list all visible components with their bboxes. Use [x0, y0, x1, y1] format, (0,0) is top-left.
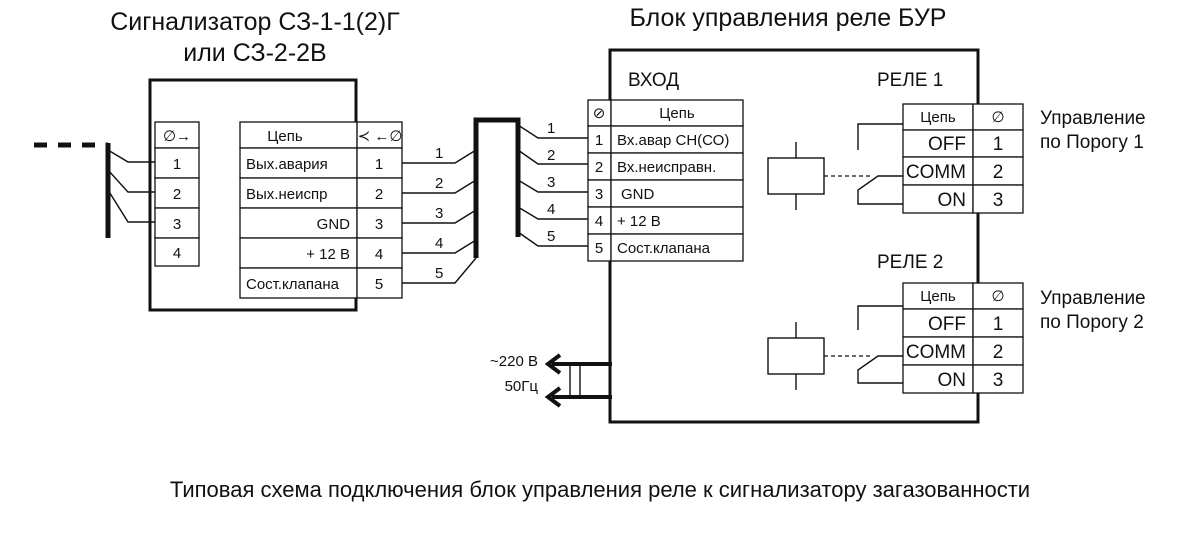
left-circuit-num-1: 1 — [375, 156, 383, 173]
left-circuit-num-5: 5 — [375, 276, 383, 293]
relay-1-label-comm: COMM — [906, 162, 966, 183]
left-circuit-header: Цепь — [267, 128, 303, 145]
input-num-2: 2 — [595, 159, 603, 176]
diagram-caption: Типовая схема подключения блок управлени… — [170, 477, 1030, 502]
relay-1-num-1: 1 — [993, 134, 1004, 155]
relay-1-note-line1: Управление — [1040, 108, 1146, 129]
power-voltage-label: ~220 В — [490, 353, 538, 370]
right-wire-number-4: 4 — [547, 201, 555, 218]
relay-1-note-line2: по Порогу 1 — [1040, 132, 1144, 153]
left-wire-number-4: 4 — [435, 235, 443, 252]
relay-1-coil-symbol — [767, 123, 903, 210]
left-device-title-line1: Сигнализатор СЗ-1-1(2)Г — [110, 8, 400, 36]
input-label-1: Вх.авар СН(СО) — [617, 132, 729, 149]
left-circuit-num-4: 4 — [375, 246, 383, 263]
input-label-3: GND — [621, 186, 655, 203]
relay-2-note-line1: Управление — [1040, 288, 1146, 309]
relay-1-label-on: ON — [938, 190, 967, 211]
input-label-2: Вх.неисправн. — [617, 159, 716, 176]
right-wire-number-2: 2 — [547, 147, 555, 164]
right-wire-number-5: 5 — [547, 228, 555, 245]
relay-1-title: РЕЛЕ 1 — [877, 70, 943, 91]
relay-1-label-off: OFF — [928, 134, 966, 155]
left-wire-number-2: 2 — [435, 175, 443, 192]
relay-1-num-3: 3 — [993, 190, 1004, 211]
left-circuit-label-5: Сост.клапана — [246, 276, 340, 293]
relay-1-terminal-table: Цепь ∅ OFF COMM ON 1 2 3 — [902, 103, 1024, 214]
relay-2-label-off: OFF — [928, 314, 966, 335]
cable-bus — [473, 117, 521, 258]
input-title: ВХОД — [628, 70, 679, 91]
right-wire-number-1: 1 — [547, 120, 555, 137]
left-circuit-label-3: GND — [317, 216, 351, 233]
sensor-terminal-2: 2 — [173, 186, 181, 203]
relay-2-terminal-table: Цепь ∅ OFF COMM ON 1 2 3 — [902, 282, 1024, 394]
left-circuit-num-2: 2 — [375, 186, 383, 203]
relay-2-label-on: ON — [938, 370, 967, 391]
left-circuit-header-symbol: ≺ ←∅ — [358, 128, 403, 145]
power-frequency-label: 50Гц — [505, 378, 539, 395]
input-label-4: + 12 В — [617, 213, 661, 230]
left-wire-number-1: 1 — [435, 145, 443, 162]
sensor-terminal-block: ∅→ 1 2 3 4 — [154, 121, 200, 267]
right-wires — [517, 124, 588, 247]
left-circuit-label-2: Вых.неиспр — [246, 186, 327, 203]
right-wire-number-3: 3 — [547, 174, 555, 191]
relay-2-header-symbol: ∅ — [991, 288, 1004, 305]
sensor-wires — [107, 149, 155, 223]
input-header: Цепь — [659, 105, 695, 122]
relay-1-num-2: 2 — [993, 162, 1004, 183]
left-circuit-table: Цепь ≺ ←∅ Вых.авария Вых.неиспр GND + 12… — [239, 121, 403, 299]
left-circuit-label-4: + 12 В — [306, 246, 350, 263]
relay-2-num-2: 2 — [993, 342, 1004, 363]
left-wires — [402, 149, 477, 284]
power-input — [544, 353, 612, 408]
sensor-terminal-4: 4 — [173, 245, 181, 262]
left-device-title-line2: или СЗ-2-2В — [183, 39, 326, 67]
input-terminal-table: ⊘ Цепь 1 2 3 4 5 Вх.авар СН(СО) Вх.неисп… — [587, 99, 744, 262]
sensor-terminal-1: 1 — [173, 156, 181, 173]
input-num-4: 4 — [595, 213, 603, 230]
relay-2-num-3: 3 — [993, 370, 1004, 391]
left-wire-number-3: 3 — [435, 205, 443, 222]
left-circuit-num-3: 3 — [375, 216, 383, 233]
right-device-title: Блок управления реле БУР — [630, 4, 947, 32]
input-num-5: 5 — [595, 240, 603, 257]
left-circuit-label-1: Вых.авария — [246, 156, 328, 173]
relay-1-header-symbol: ∅ — [991, 109, 1004, 126]
input-header-symbol: ⊘ — [593, 105, 606, 122]
input-num-3: 3 — [595, 186, 603, 203]
relay-2-note-line2: по Порогу 2 — [1040, 312, 1144, 333]
left-wire-number-5: 5 — [435, 265, 443, 282]
relay-2-coil-symbol — [767, 305, 903, 390]
sensor-terminal-3: 3 — [173, 216, 181, 233]
relay-2-label-comm: COMM — [906, 342, 966, 363]
input-label-5: Сост.клапана — [617, 240, 711, 257]
relay-2-header: Цепь — [920, 288, 956, 305]
relay-1-header: Цепь — [920, 109, 956, 126]
sensor-terminal-header: ∅→ — [163, 128, 191, 145]
relay-2-num-1: 1 — [993, 314, 1004, 335]
relay-2-title: РЕЛЕ 2 — [877, 252, 943, 273]
input-num-1: 1 — [595, 132, 603, 149]
